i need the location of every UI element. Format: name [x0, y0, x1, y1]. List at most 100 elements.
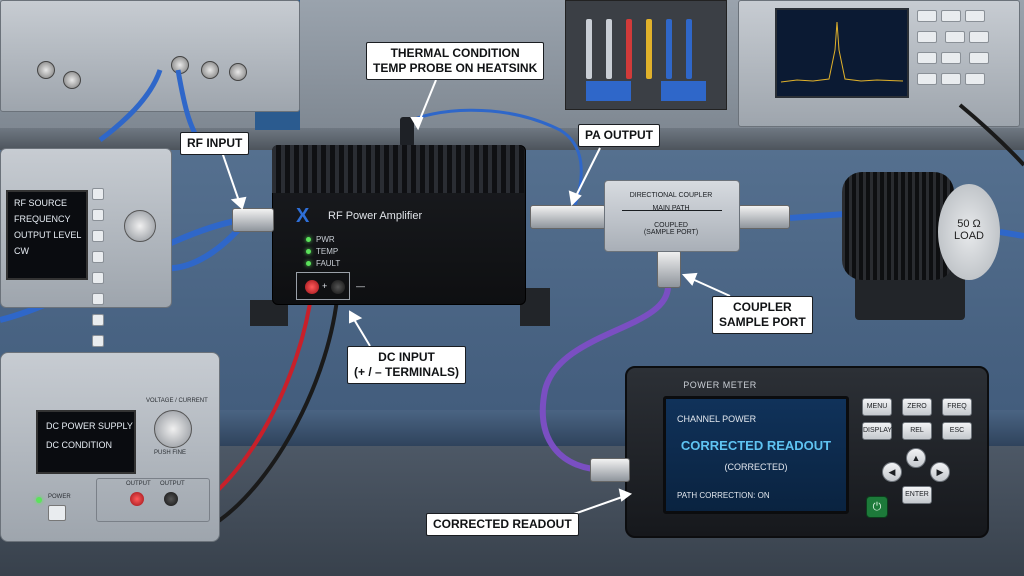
coupler-sample-port: (SAMPLE PORT)	[643, 229, 699, 236]
tool-rack	[565, 0, 727, 110]
led-fault: FAULT	[306, 259, 340, 268]
path-correction-status: PATH CORRECTION: ON	[677, 491, 770, 500]
display-button[interactable]: DISPLAY	[862, 422, 892, 440]
arrow-up-icon: ▲	[911, 453, 921, 463]
callout-coupler-line1: COUPLER	[733, 300, 792, 314]
led-label: TEMP	[316, 247, 339, 256]
rel-button[interactable]: REL	[902, 422, 932, 440]
dc-output-panel	[96, 478, 210, 522]
key	[92, 251, 104, 263]
rf-source-line: FREQUENCY	[14, 214, 71, 224]
callout-dc-input: DC INPUT (+ / – TERMINALS)	[347, 346, 467, 384]
load-cable-out	[999, 229, 1024, 239]
key	[965, 73, 985, 85]
callout-thermal-line2: TEMP PROBE ON HEATSINK	[373, 61, 538, 75]
power-label: POWER	[48, 494, 71, 500]
dc-output-minus-terminal[interactable]	[164, 492, 178, 506]
key	[917, 31, 937, 43]
rf-source-knob-icon	[124, 210, 156, 242]
dc-plus-terminal[interactable]	[305, 280, 319, 294]
rf-source-line: CW	[14, 246, 29, 256]
push-label: PUSH FINE	[154, 450, 187, 456]
key	[941, 10, 961, 22]
rf-source-line: RF SOURCE	[14, 198, 68, 208]
coupler-sample-connector[interactable]	[657, 250, 681, 288]
led-icon	[306, 249, 311, 254]
connector-icon	[229, 63, 247, 81]
arrow-left-icon: ◀	[888, 467, 896, 477]
key	[969, 52, 990, 64]
key	[92, 209, 104, 221]
coupler-output-connector[interactable]	[738, 205, 790, 229]
directional-coupler	[604, 180, 740, 252]
rf-cable-sa	[958, 103, 1024, 167]
callout-coupler-line2: SAMPLE PORT	[719, 315, 806, 329]
screwdriver-icon	[646, 19, 652, 79]
dc-supply-display: DC POWER SUPPLY DC CONDITION	[36, 410, 136, 474]
esc-button[interactable]: ESC	[942, 422, 972, 440]
callout-thermal-line1: THERMAL CONDITION	[390, 46, 520, 60]
terminal-plus-label: +	[322, 281, 328, 291]
key	[92, 272, 104, 284]
nav-right-button[interactable]: ▶	[930, 462, 950, 482]
callout-dc-line2: (+ / – TERMINALS)	[354, 365, 460, 379]
key	[92, 293, 104, 305]
screwdriver-icon	[666, 19, 672, 79]
menu-button[interactable]: MENU	[862, 398, 892, 416]
load-impedance: 50 Ω	[957, 218, 981, 230]
nav-up-button[interactable]: ▲	[906, 448, 926, 468]
screwdriver-icon	[626, 19, 632, 79]
corrected-tag: (CORRECTED)	[724, 462, 788, 472]
screwdriver-icon	[686, 19, 692, 79]
key	[941, 73, 961, 85]
rf-source-display: RF SOURCE FREQUENCY OUTPUT LEVEL CW	[6, 190, 88, 280]
key	[917, 52, 937, 64]
output-label-left: OUTPUT	[126, 481, 151, 487]
load-cable	[789, 211, 846, 221]
rf-source-line: OUTPUT LEVEL	[14, 230, 82, 240]
connector-icon	[37, 61, 55, 79]
knob-label: VOLTAGE / CURRENT	[146, 398, 208, 404]
callout-coupler-sample: COUPLER SAMPLE PORT	[712, 296, 813, 334]
nav-left-button[interactable]: ◀	[882, 462, 902, 482]
callout-corrected-readout: CORRECTED READOUT	[426, 513, 579, 536]
freq-button[interactable]: FREQ	[942, 398, 972, 416]
connector-icon	[201, 61, 219, 79]
leader-rf-input	[221, 151, 241, 205]
shelf	[0, 128, 1024, 150]
connector-icon	[63, 71, 81, 89]
led-label: FAULT	[316, 259, 341, 268]
corrected-readout-value: CORRECTED READOUT	[680, 438, 832, 453]
dc-minus-terminal[interactable]	[331, 280, 345, 294]
led-label: PWR	[316, 235, 335, 244]
power-meter-input-connector[interactable]	[590, 458, 630, 482]
power-meter-power-button[interactable]: ⏻	[866, 496, 888, 518]
dc-supply-line: DC CONDITION	[46, 440, 112, 450]
key	[917, 10, 937, 22]
voltage-knob-icon[interactable]	[154, 410, 192, 448]
dc-supply-line: DC POWER SUPPLY	[46, 421, 133, 431]
dc-output-plus-terminal[interactable]	[130, 492, 144, 506]
key	[969, 31, 990, 43]
output-label-right: OUTPUT	[160, 481, 185, 487]
led-icon	[306, 261, 311, 266]
arrow-right-icon	[622, 210, 722, 211]
rf-source-keypad	[90, 186, 120, 347]
arrow-right-icon: ▶	[936, 467, 944, 477]
enter-button[interactable]: ENTER	[902, 486, 932, 504]
spectrum-keypad	[915, 8, 1010, 94]
rf-input-connector[interactable]	[232, 208, 274, 232]
sample-cable	[539, 284, 672, 473]
leader-coupler-sample	[689, 277, 731, 297]
amplifier-name: RF Power Amplifier	[328, 210, 423, 222]
spectrum-display	[775, 8, 909, 98]
dc-terminal-block	[296, 272, 350, 300]
zero-button[interactable]: ZERO	[902, 398, 932, 416]
temp-probe-cable	[407, 108, 583, 206]
power-icon: ⏻	[872, 501, 882, 513]
key	[917, 73, 937, 85]
load-heatsink	[842, 172, 954, 280]
amplifier-heatsink	[272, 145, 524, 193]
power-button[interactable]	[48, 505, 66, 521]
led-temp: TEMP	[306, 247, 338, 256]
